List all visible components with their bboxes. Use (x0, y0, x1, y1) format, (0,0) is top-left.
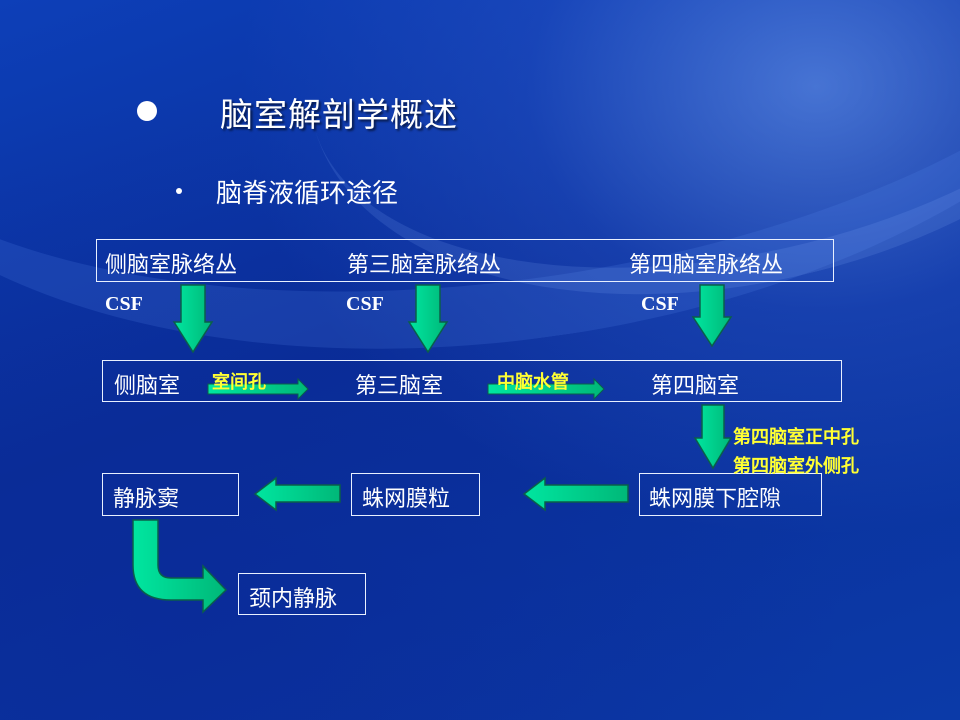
right-arrow-aqueduct (487, 377, 605, 401)
curved-arrow-jugular (132, 519, 228, 614)
jugular-vein-box (238, 573, 366, 615)
lateral-ventricle-label: 侧脑室 (114, 374, 181, 399)
third-choroid-plexus-label: 第三脑室脉络丛 (347, 253, 502, 278)
fourth-choroid-plexus-label: 第四脑室脉络丛 (629, 253, 784, 278)
foramen-label: 室间孔 (212, 372, 266, 393)
arachnoid-granulations-box (351, 473, 480, 516)
lateral-choroid-plexus-label: 侧脑室脉络丛 (105, 253, 238, 278)
aqueduct-label: 中脑水管 (497, 372, 569, 393)
subtitle-bullet-icon (176, 188, 182, 194)
slide-subtitle: 脑脊液循环途径 (216, 179, 399, 209)
ventricles-box (102, 360, 842, 402)
down-arrow-3 (691, 284, 733, 348)
subarachnoid-space-box (639, 473, 822, 516)
csf-label-2: CSF (346, 293, 384, 315)
venous-sinus-label: 静脉窦 (113, 487, 180, 512)
jugular-vein-label: 颈内静脉 (249, 587, 338, 612)
subarachnoid-space-label: 蛛网膜下腔隙 (649, 487, 782, 512)
title-bullet-icon (137, 101, 157, 121)
fourth-ventricle-label: 第四脑室 (651, 374, 740, 399)
csf-label-1: CSF (105, 293, 143, 315)
down-arrow-2 (407, 284, 449, 354)
lateral-aperture-label: 第四脑室外侧孔 (733, 456, 859, 477)
csf-label-3: CSF (641, 293, 679, 315)
left-arrow-2 (253, 476, 341, 512)
down-arrow-1 (172, 284, 214, 354)
venous-sinus-box (102, 473, 239, 516)
choroid-plexus-box (96, 239, 834, 282)
third-ventricle-label: 第三脑室 (355, 374, 444, 399)
arachnoid-granulations-label: 蛛网膜粒 (362, 487, 451, 512)
right-arrow-foramen (207, 377, 309, 401)
median-aperture-label: 第四脑室正中孔 (733, 427, 859, 448)
left-arrow-1 (522, 476, 629, 512)
down-arrow-apertures (693, 404, 733, 470)
slide-title: 脑室解剖学概述 (220, 95, 458, 134)
